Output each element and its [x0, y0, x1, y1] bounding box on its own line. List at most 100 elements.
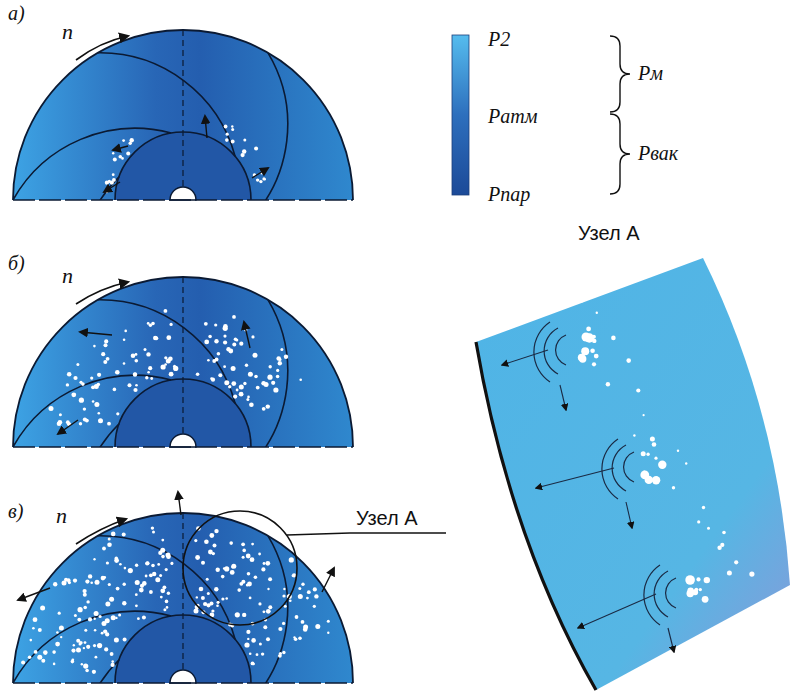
vapour-bubble	[253, 353, 258, 358]
vapour-bubble	[95, 580, 100, 585]
vapour-bubble	[171, 562, 174, 565]
vapour-bubble	[81, 663, 83, 665]
vapour-bubble	[224, 380, 229, 385]
vapour-bubble	[199, 587, 204, 592]
vapour-bubble	[90, 377, 93, 380]
vapour-bubble	[105, 181, 109, 185]
vapour-bubble	[221, 597, 224, 600]
vapour-bubble	[135, 580, 140, 585]
vapour-bubble	[254, 575, 258, 579]
vapour-bubble	[298, 587, 301, 590]
vapour-bubble	[55, 642, 60, 647]
vapour-bubble	[243, 382, 246, 385]
vapour-bubble	[58, 612, 61, 615]
vapour-bubble	[85, 669, 89, 673]
vapour-bubble	[580, 298, 585, 303]
vapour-bubble	[650, 437, 655, 442]
vapour-bubble	[76, 648, 81, 653]
vapour-bubble	[223, 365, 226, 368]
vapour-bubble	[641, 451, 646, 456]
vapour-bubble	[111, 532, 116, 537]
vapour-bubble	[244, 642, 249, 647]
collapsing-bubble	[704, 577, 710, 583]
vapour-bubble	[256, 178, 259, 181]
vapour-bubble	[107, 542, 112, 547]
vapour-bubble	[131, 353, 136, 358]
vapour-bubble	[122, 601, 126, 605]
vapour-bubble	[284, 355, 288, 359]
vapour-bubble	[208, 335, 212, 339]
vapour-bubble	[94, 618, 96, 620]
vapour-bubble	[92, 400, 95, 403]
vapour-bubble	[298, 636, 302, 640]
vapour-bubble	[267, 375, 272, 380]
collapsing-bubble	[582, 333, 591, 342]
vapour-bubble	[152, 530, 155, 533]
vapour-bubble	[229, 541, 233, 545]
vapour-bubble	[126, 152, 130, 156]
vapour-bubble	[101, 352, 105, 356]
vapour-bubble	[152, 572, 156, 576]
vapour-bubble	[243, 139, 246, 142]
vapour-bubble	[161, 555, 165, 559]
vapour-bubble	[33, 617, 38, 622]
vapour-bubble	[166, 552, 171, 557]
vapour-bubble	[293, 636, 295, 638]
vapour-bubble	[140, 584, 144, 588]
collapsing-bubble	[643, 475, 647, 479]
vapour-bubble	[116, 587, 120, 591]
vapour-bubble	[231, 381, 236, 386]
vapour-bubble	[139, 588, 144, 593]
vapour-bubble	[135, 384, 138, 387]
vapour-bubble	[216, 605, 219, 608]
vapour-bubble	[214, 323, 217, 326]
vapour-bubble	[71, 660, 75, 664]
vapour-bubble	[133, 388, 137, 392]
vapour-bubble	[242, 556, 245, 559]
vapour-bubble	[102, 621, 107, 626]
vapour-bubble	[144, 348, 147, 351]
vapour-bubble	[135, 359, 139, 363]
vapour-bubble	[749, 572, 754, 577]
vapour-bubble	[78, 607, 83, 612]
vapour-bubble	[167, 592, 170, 595]
vapour-bubble	[119, 563, 122, 566]
vapour-bubble	[201, 596, 205, 600]
collapsing-bubble	[592, 339, 596, 343]
vapour-bubble	[225, 597, 228, 600]
vapour-bubble	[135, 353, 138, 356]
vapour-bubble	[59, 625, 64, 630]
vapour-bubble	[235, 612, 240, 617]
vapour-bubble	[53, 582, 57, 586]
vapour-bubble	[592, 335, 596, 339]
vapour-bubble	[53, 663, 56, 666]
panel-letter: а)	[8, 2, 25, 24]
collapsing-bubble	[594, 354, 599, 359]
vapour-bubble	[282, 622, 285, 625]
vapour-bubble	[313, 587, 317, 591]
vapour-bubble	[266, 609, 271, 614]
vapour-bubble	[37, 655, 42, 660]
collapsing-bubble	[579, 355, 586, 362]
vapour-bubble	[67, 372, 72, 377]
vapour-bubble	[41, 659, 45, 663]
collapsing-bubble	[687, 590, 694, 597]
vapour-bubble	[685, 462, 687, 464]
vapour-bubble	[170, 562, 173, 565]
vapour-bubble	[313, 605, 316, 608]
vapour-bubble	[95, 656, 98, 659]
vapour-bubble	[60, 636, 62, 638]
vapour-bubble	[123, 339, 126, 342]
collapsing-bubble	[643, 471, 646, 474]
vapour-bubble	[165, 600, 169, 604]
vapour-bubble	[265, 561, 270, 566]
vapour-bubble	[247, 582, 252, 587]
vapour-bubble	[52, 650, 56, 654]
vapour-bubble	[242, 149, 246, 153]
vapour-bubble	[148, 366, 152, 370]
vapour-bubble	[259, 180, 262, 183]
collapsing-bubble	[702, 596, 709, 603]
vapour-bubble	[314, 594, 318, 598]
vapour-bubble	[101, 632, 104, 635]
vapour-bubble	[282, 651, 285, 654]
